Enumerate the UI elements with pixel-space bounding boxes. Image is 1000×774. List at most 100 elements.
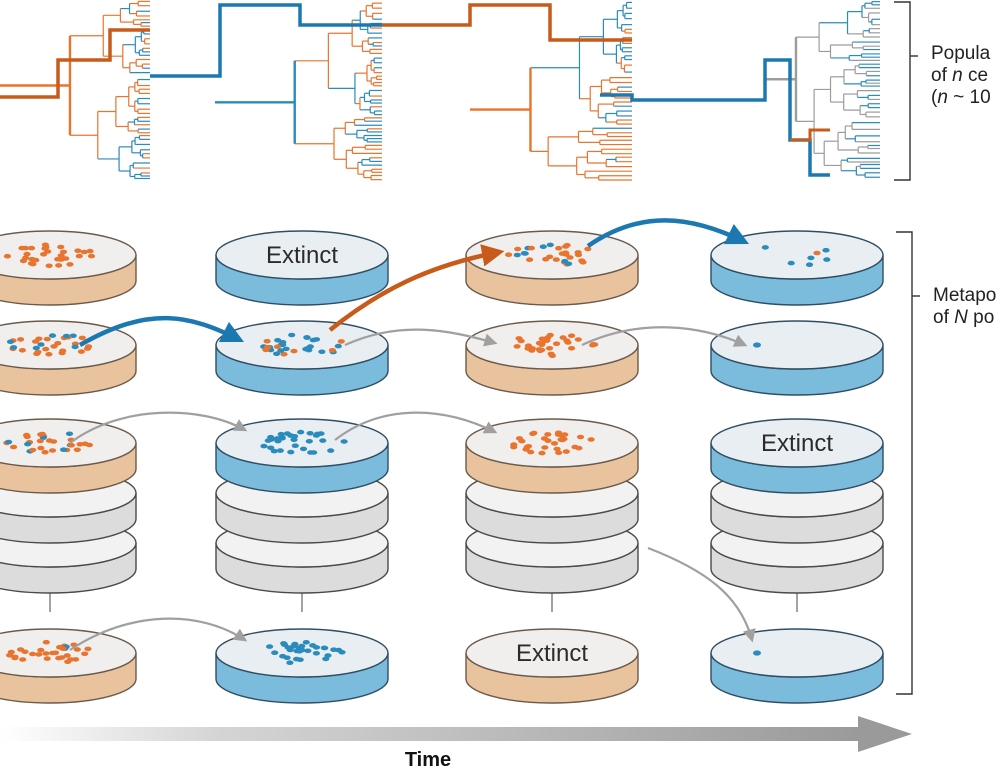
dish-c0-r3-top [0, 628, 137, 678]
cell [277, 431, 285, 437]
cell [77, 349, 85, 354]
cell [538, 450, 546, 456]
cell [320, 645, 328, 651]
cell-cluster [260, 332, 345, 357]
cell [510, 442, 518, 447]
cell [260, 443, 268, 449]
dish-c1-r3-top [215, 628, 389, 678]
cell [87, 253, 96, 259]
cell [574, 337, 582, 342]
cell-cluster [266, 640, 346, 665]
population-label-line3-suffix: ~ 10 [947, 87, 991, 108]
cell [299, 446, 308, 452]
cell [37, 445, 45, 451]
cell [304, 648, 312, 654]
cell [562, 449, 570, 454]
cell [526, 257, 534, 263]
cell [574, 250, 582, 255]
cell [64, 659, 72, 665]
cell [17, 337, 25, 342]
dish-c1-r1 [215, 320, 389, 396]
migration-arrow-gray-3 [69, 411, 248, 444]
cell [545, 346, 554, 351]
cell [306, 431, 314, 436]
cell [571, 444, 579, 450]
cell [57, 253, 65, 258]
cell [587, 437, 595, 442]
cell [17, 647, 25, 652]
cell [584, 246, 592, 252]
metapopulation-label-line1: Metapo [933, 285, 997, 306]
population-bracket [894, 1, 918, 181]
cell [553, 446, 561, 452]
cell [298, 643, 306, 649]
cell [18, 348, 26, 353]
population-label-line3-prefix: ( [931, 87, 938, 108]
extinct-label: Extinct [266, 242, 338, 269]
cell [27, 261, 35, 266]
cell [523, 444, 531, 450]
phylogenetic-trees [0, 0, 880, 181]
cell [35, 336, 43, 342]
cell [312, 645, 321, 650]
cell [263, 345, 271, 350]
cell [45, 263, 53, 269]
cell [337, 339, 345, 344]
cell [50, 344, 58, 349]
dish-c3-r1 [710, 320, 884, 396]
cell [56, 644, 64, 650]
cell [550, 441, 559, 446]
cell [528, 346, 536, 351]
cell-cluster [505, 242, 592, 267]
cell [11, 655, 19, 661]
cell [78, 335, 86, 341]
cell [305, 439, 313, 444]
migration-arrow-gray-6 [647, 546, 756, 643]
cell [45, 352, 53, 357]
cell [60, 447, 68, 453]
cell [18, 245, 26, 251]
cell [529, 431, 537, 437]
cell [75, 253, 83, 259]
cell [327, 448, 335, 453]
cell [565, 261, 573, 267]
cell [24, 441, 32, 447]
cell [57, 244, 65, 250]
cell [546, 332, 554, 338]
cell [296, 657, 304, 662]
cell [514, 246, 522, 252]
cell [568, 346, 576, 351]
cell [555, 245, 563, 251]
dish-c1-r2-top [215, 418, 389, 468]
cell [539, 244, 547, 249]
population-label-line2-prefix: of [931, 65, 953, 86]
cell [306, 344, 314, 349]
cell [515, 436, 524, 441]
cell [822, 247, 830, 253]
population-label: Popula of n ce (n ~ 10 [931, 43, 991, 109]
cell [28, 651, 37, 657]
cell [513, 252, 521, 258]
cell [54, 256, 62, 262]
cell [520, 251, 528, 256]
cell-cluster [513, 332, 599, 359]
cell [58, 655, 66, 660]
cell [505, 252, 513, 257]
dish-c2-r0 [465, 230, 639, 306]
cell [73, 447, 81, 453]
dish-c2-r2 [465, 418, 639, 494]
cell [568, 333, 576, 339]
cell [81, 651, 89, 657]
cell [546, 242, 554, 248]
cell [32, 345, 40, 351]
cell [83, 346, 92, 351]
cell [554, 430, 563, 436]
cell [548, 353, 557, 359]
cell [312, 337, 321, 342]
cell [63, 653, 71, 658]
tree-4 [765, 1, 880, 178]
cell [338, 650, 346, 655]
cell [787, 260, 795, 266]
